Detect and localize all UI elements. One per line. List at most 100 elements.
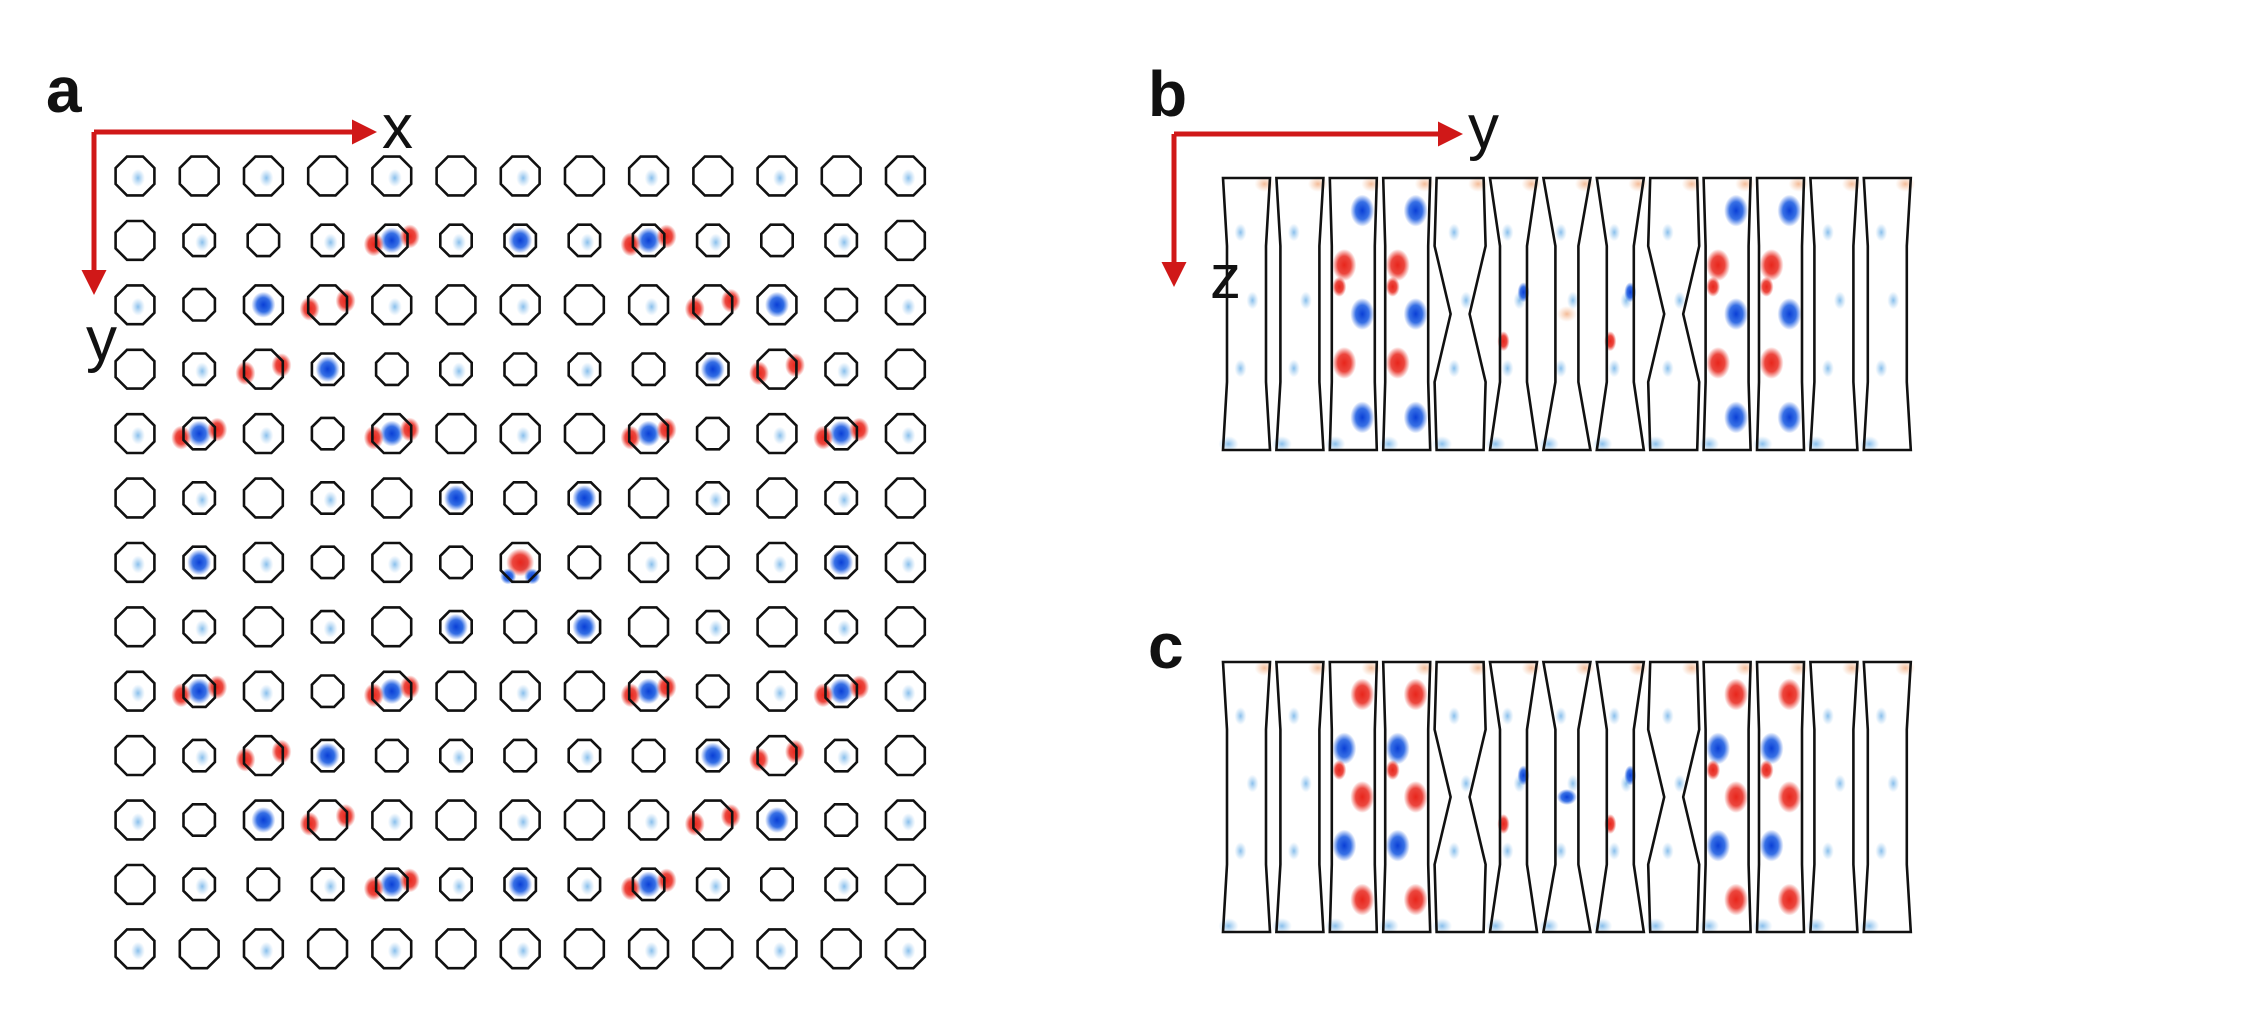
air-hole bbox=[371, 284, 413, 326]
field-lobe-strong bbox=[636, 227, 661, 254]
air-hole bbox=[306, 928, 349, 970]
air-hole bbox=[374, 867, 409, 902]
field-lobe-strong bbox=[508, 227, 533, 254]
air-hole bbox=[756, 155, 798, 197]
slab-outline bbox=[1862, 660, 1913, 934]
field-lobe-strong bbox=[1759, 829, 1784, 862]
field-lobe-faint bbox=[195, 491, 210, 509]
air-hole bbox=[310, 416, 345, 451]
air-hole bbox=[371, 606, 413, 648]
field-lobe-faint bbox=[195, 748, 210, 767]
air-hole bbox=[824, 802, 859, 838]
field-lobe-faint bbox=[708, 491, 723, 509]
panel-b-field-map bbox=[1218, 176, 1916, 452]
field-lobe-faint bbox=[1554, 359, 1567, 378]
air-hole bbox=[695, 223, 730, 258]
field-lobe-red bbox=[785, 353, 805, 378]
air-hole bbox=[242, 606, 285, 648]
air-hole bbox=[567, 223, 602, 258]
air-hole bbox=[503, 867, 538, 902]
air-hole bbox=[438, 545, 474, 580]
slab-outline bbox=[1595, 176, 1646, 452]
air-hole bbox=[114, 799, 156, 841]
field-lobe bbox=[1556, 789, 1577, 805]
air-hole bbox=[306, 155, 349, 197]
air-hole bbox=[567, 867, 602, 902]
field-lobe-faint bbox=[387, 297, 402, 316]
panel-c-field-map bbox=[1218, 660, 1916, 934]
air-hole bbox=[246, 223, 281, 258]
field-lobe-strong bbox=[187, 420, 212, 447]
field-lobe-strong bbox=[1350, 883, 1375, 916]
field-lobe-faint bbox=[1234, 842, 1247, 860]
air-hole bbox=[182, 609, 217, 644]
air-hole bbox=[756, 284, 798, 326]
field-lobe-strong bbox=[379, 678, 404, 705]
slab-outline bbox=[1595, 660, 1646, 934]
air-hole bbox=[306, 799, 349, 841]
air-hole bbox=[435, 670, 477, 712]
field-lobe-faint bbox=[323, 877, 338, 896]
air-hole bbox=[114, 541, 156, 584]
air-hole bbox=[371, 477, 413, 519]
slab-outline bbox=[1755, 660, 1806, 934]
air-hole bbox=[756, 799, 798, 841]
field-lobe-strong bbox=[1385, 249, 1410, 282]
field-lobe-faint bbox=[773, 941, 787, 960]
air-hole bbox=[114, 863, 156, 906]
field-lobe-faint bbox=[516, 426, 531, 445]
panel-c: c bbox=[1148, 610, 1916, 934]
field-lobe-red bbox=[399, 675, 420, 700]
air-hole bbox=[499, 670, 541, 712]
air-hole bbox=[310, 223, 345, 258]
field-lobe-red bbox=[1706, 760, 1721, 780]
air-hole bbox=[435, 928, 477, 970]
field-lobe-strong bbox=[1777, 194, 1802, 227]
air-hole bbox=[114, 284, 156, 326]
air-hole bbox=[310, 867, 345, 902]
field-lobe-strong bbox=[1706, 346, 1731, 379]
slab-outline bbox=[1275, 176, 1325, 452]
air-hole bbox=[438, 480, 474, 516]
field-lobe-faint bbox=[452, 362, 466, 381]
air-hole bbox=[627, 799, 670, 841]
field-lobe-faint bbox=[708, 619, 723, 638]
air-hole bbox=[627, 412, 670, 455]
air-hole bbox=[695, 545, 730, 580]
panel-a-letter: a bbox=[46, 54, 82, 126]
air-hole bbox=[884, 928, 927, 970]
slab-outline bbox=[1541, 660, 1592, 934]
field-lobe-red bbox=[235, 747, 256, 772]
air-hole bbox=[567, 738, 602, 773]
air-hole bbox=[438, 738, 474, 773]
field-lobe-faint bbox=[837, 877, 852, 896]
field-lobe-faint bbox=[1821, 359, 1834, 378]
field-lobe-faint bbox=[452, 748, 466, 767]
field-lobe-faint bbox=[773, 684, 787, 703]
field-lobe-strong bbox=[315, 356, 340, 383]
air-hole bbox=[627, 928, 670, 970]
air-hole bbox=[759, 223, 795, 258]
slab-outline bbox=[1862, 176, 1913, 452]
air-hole bbox=[371, 412, 413, 455]
air-hole bbox=[499, 284, 541, 326]
field-lobe-red bbox=[1332, 276, 1347, 297]
air-hole bbox=[499, 928, 541, 970]
air-hole bbox=[435, 284, 477, 326]
field-lobe-faint bbox=[1833, 774, 1846, 793]
slab-outline bbox=[1809, 176, 1859, 452]
air-hole bbox=[178, 155, 220, 197]
field-lobe-faint bbox=[1608, 842, 1621, 860]
field-lobe-strong bbox=[187, 549, 212, 576]
air-hole bbox=[114, 606, 156, 648]
slab-outline bbox=[1646, 176, 1701, 452]
field-lobe-red bbox=[656, 675, 677, 700]
air-hole bbox=[374, 738, 409, 773]
slab-outline bbox=[1541, 176, 1592, 452]
field-lobe-faint bbox=[1448, 359, 1461, 378]
field-lobe-faint bbox=[323, 491, 338, 509]
air-hole bbox=[310, 609, 345, 644]
slab-outline bbox=[1809, 660, 1859, 934]
air-hole bbox=[695, 738, 730, 773]
air-hole bbox=[695, 867, 730, 902]
